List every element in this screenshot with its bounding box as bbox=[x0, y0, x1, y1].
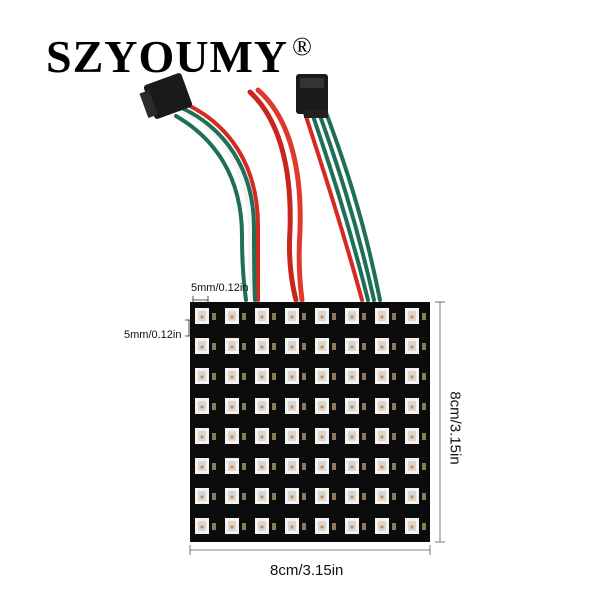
led-chip bbox=[225, 518, 246, 534]
led-chip bbox=[345, 398, 366, 414]
led-chip bbox=[285, 488, 306, 504]
green-wire bbox=[174, 114, 248, 302]
led-chip bbox=[405, 458, 426, 474]
pitch-label-vertical: 5mm/0.12in bbox=[124, 329, 182, 341]
led-grid bbox=[195, 308, 426, 534]
height-label: 8cm/3.15in bbox=[446, 391, 464, 465]
white-wire bbox=[178, 108, 254, 302]
red-wire-left bbox=[184, 102, 261, 302]
led-chip bbox=[345, 458, 366, 474]
led-chip bbox=[255, 398, 276, 414]
led-chip bbox=[225, 368, 246, 384]
led-chip bbox=[405, 338, 426, 354]
led-chip bbox=[285, 458, 306, 474]
led-chip bbox=[375, 518, 396, 534]
led-chip bbox=[285, 338, 306, 354]
led-chip bbox=[405, 368, 426, 384]
width-dimension-line bbox=[189, 545, 431, 555]
led-chip bbox=[315, 338, 336, 354]
led-chip bbox=[195, 338, 216, 354]
led-chip bbox=[405, 398, 426, 414]
led-chip bbox=[195, 368, 216, 384]
registered-mark: ® bbox=[292, 32, 313, 61]
led-chip bbox=[195, 398, 216, 414]
led-chip bbox=[345, 338, 366, 354]
led-chip bbox=[195, 488, 216, 504]
led-chip bbox=[345, 308, 366, 324]
led-chip bbox=[255, 428, 276, 444]
led-chip bbox=[195, 428, 216, 444]
led-chip bbox=[375, 338, 396, 354]
pitch-markers bbox=[185, 296, 209, 337]
right-cable bbox=[302, 108, 382, 302]
led-chip bbox=[225, 458, 246, 474]
led-chip bbox=[405, 488, 426, 504]
led-chip bbox=[195, 458, 216, 474]
led-chip bbox=[255, 308, 276, 324]
led-chip bbox=[315, 368, 336, 384]
led-chip bbox=[285, 428, 306, 444]
led-chip bbox=[315, 458, 336, 474]
left-cable bbox=[174, 102, 261, 302]
right-connector bbox=[296, 74, 328, 118]
led-chip bbox=[345, 518, 366, 534]
led-chip bbox=[345, 368, 366, 384]
led-chip bbox=[225, 488, 246, 504]
led-chip bbox=[375, 488, 396, 504]
pitch-label-horizontal: 5mm/0.12in bbox=[191, 282, 249, 294]
led-chip bbox=[375, 398, 396, 414]
led-chip bbox=[255, 518, 276, 534]
led-chip bbox=[375, 458, 396, 474]
led-chip bbox=[285, 518, 306, 534]
led-chip bbox=[225, 338, 246, 354]
led-chip bbox=[315, 308, 336, 324]
led-chip bbox=[285, 308, 306, 324]
led-matrix-panel bbox=[190, 302, 430, 542]
led-chip bbox=[225, 308, 246, 324]
left-connector bbox=[139, 73, 193, 119]
led-chip bbox=[345, 428, 366, 444]
led-chip bbox=[375, 368, 396, 384]
led-chip bbox=[255, 458, 276, 474]
led-chip bbox=[255, 488, 276, 504]
height-dimension-line bbox=[435, 301, 445, 543]
led-chip bbox=[405, 428, 426, 444]
power-wires bbox=[247, 87, 305, 303]
led-chip bbox=[225, 398, 246, 414]
led-chip bbox=[315, 518, 336, 534]
led-chip bbox=[225, 428, 246, 444]
led-chip bbox=[405, 518, 426, 534]
led-chip bbox=[405, 308, 426, 324]
led-chip bbox=[315, 398, 336, 414]
led-chip bbox=[285, 398, 306, 414]
led-chip bbox=[255, 338, 276, 354]
led-chip bbox=[195, 308, 216, 324]
led-chip bbox=[195, 518, 216, 534]
width-label: 8cm/3.15in bbox=[270, 562, 344, 579]
green-wire-2 bbox=[180, 106, 257, 302]
led-chip bbox=[285, 368, 306, 384]
brand-logo: SZYOUMY® bbox=[46, 30, 313, 83]
brand-name: SZYOUMY bbox=[46, 31, 289, 82]
led-chip bbox=[345, 488, 366, 504]
led-chip bbox=[375, 308, 396, 324]
led-chip bbox=[255, 368, 276, 384]
led-chip bbox=[315, 488, 336, 504]
led-chip bbox=[315, 428, 336, 444]
led-chip bbox=[375, 428, 396, 444]
